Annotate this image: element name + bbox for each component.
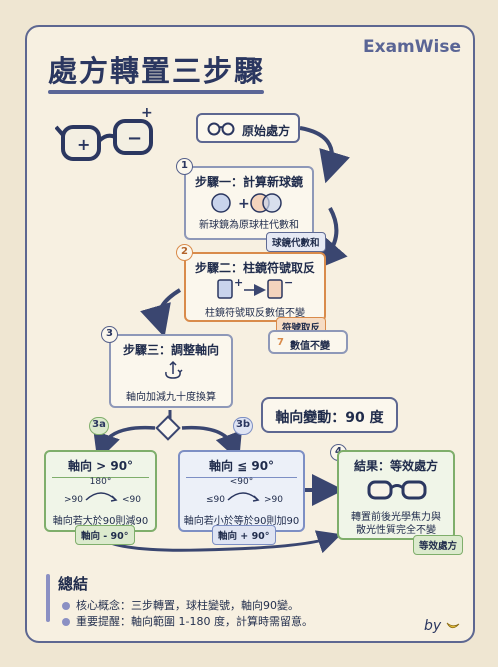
- step2-box: 步驟二：柱鏡符號取反 + − 柱鏡符號取反數值不變: [184, 252, 326, 322]
- step1-desc: 新球鏡為原球柱代數和: [199, 220, 299, 231]
- branch-a-desc: 軸向若大於90則減90: [52, 516, 149, 527]
- branch-b-number: 3b: [233, 417, 253, 435]
- branch-a-number: 3a: [89, 417, 109, 435]
- title-underline: [48, 90, 264, 94]
- branch-a-arc: [85, 492, 118, 502]
- banana-icon: [446, 622, 459, 629]
- result-box: 結果：等效處方 轉置前後光學焦力與 散光性質完全不變: [337, 450, 455, 540]
- step3-desc: 軸向加減九十度換算: [126, 392, 216, 403]
- branch-b-desc: 軸向若小於等於90則加90: [183, 516, 300, 527]
- branch-b-left: ≤90: [206, 495, 225, 505]
- branch-a-box: 軸向 > 90° 180° >90 <90 軸向若大於90則減90: [44, 450, 157, 532]
- step2-number: 2: [176, 244, 193, 261]
- step1-box: 步驟一：計算新球鏡 + 新球鏡為原球柱代數和: [184, 166, 314, 240]
- step3-number: 3: [101, 326, 118, 343]
- page-title: 處方轉置三步驟: [48, 54, 266, 88]
- branch-b-box: 軸向 ≦ 90° <90° ≤90 >90 軸向若小於等於90則加90: [178, 450, 305, 532]
- cylinder-sign-flip-icon: + −: [217, 276, 293, 299]
- svg-text:−: −: [284, 276, 293, 289]
- summary-item-text: 核心概念：三步轉置，球柱變號，軸向90變。: [76, 599, 299, 612]
- branch-a-title: 軸向 > 90°: [52, 457, 149, 478]
- step1-tag: 球鏡代數和: [266, 232, 326, 252]
- step1-title: 步驟一：計算新球鏡: [194, 175, 303, 189]
- result-title: 結果：等效處方: [353, 459, 438, 473]
- svg-text:+: +: [238, 196, 250, 212]
- branch-b-arc: [227, 492, 260, 502]
- svg-text:+: +: [234, 276, 243, 289]
- result-glasses-icon: [367, 480, 427, 500]
- step2-title: 步驟二：柱鏡符號取反: [194, 261, 315, 275]
- signature: by: [424, 618, 460, 634]
- step2-desc: 柱鏡符號取反數值不變: [205, 308, 305, 319]
- note7-text: 數值不變: [290, 341, 330, 352]
- svg-text:+: +: [141, 105, 153, 121]
- svg-text:−: −: [127, 128, 142, 149]
- branch-a-right: <90: [122, 495, 141, 505]
- sphere-plus-cylinder-icon: +: [211, 193, 282, 213]
- start-node: 原始處方: [196, 113, 300, 143]
- branch-a-left: >90: [64, 495, 83, 505]
- step3-box: 步驟三：調整軸向 軸向加減九十度換算: [109, 334, 233, 408]
- rotate-icon: [165, 360, 183, 379]
- branch-b-title: 軸向 ≦ 90°: [186, 457, 297, 478]
- branch-a-top: 180°: [89, 477, 112, 487]
- brand-logo: ExamWise: [363, 37, 461, 57]
- branch-a-tag: 軸向 - 90°: [75, 525, 135, 545]
- callout-text: 軸向變動：90 度: [275, 410, 384, 426]
- start-label: 原始處方: [242, 124, 291, 138]
- step1-number: 1: [176, 158, 193, 175]
- axis-change-callout: 軸向變動：90 度: [261, 397, 398, 433]
- summary-item: 核心概念：三步轉置，球柱變號，軸向90變。: [62, 597, 299, 613]
- note7-number: 7: [277, 337, 284, 348]
- step3-title: 步驟三：調整軸向: [122, 343, 219, 357]
- bullet-dot: [62, 618, 70, 626]
- result-tag: 等效處方: [413, 535, 464, 555]
- bullet-dot: [62, 602, 70, 610]
- summary-item-text: 重要提醒：軸向範圍 1-180 度，計算時需留意。: [76, 615, 313, 628]
- signature-text: by: [424, 618, 442, 634]
- summary-title: 總結: [58, 575, 89, 593]
- branch-b-tag: 軸向 + 90°: [212, 525, 276, 545]
- summary-item: 重要提醒：軸向範圍 1-180 度，計算時需留意。: [62, 613, 313, 629]
- result-desc-1: 轉置前後光學焦力與: [351, 512, 441, 523]
- branch-b-right: >90: [264, 495, 283, 505]
- glasses-small-icon: [207, 122, 235, 136]
- summary-accent: [46, 574, 50, 622]
- glasses-icon: + − +: [55, 105, 153, 161]
- svg-text:+: +: [77, 135, 90, 154]
- result-desc-2: 散光性質完全不變: [356, 525, 436, 536]
- note7-box: 7 數值不變: [268, 330, 348, 354]
- branch-b-top: <90°: [229, 477, 254, 487]
